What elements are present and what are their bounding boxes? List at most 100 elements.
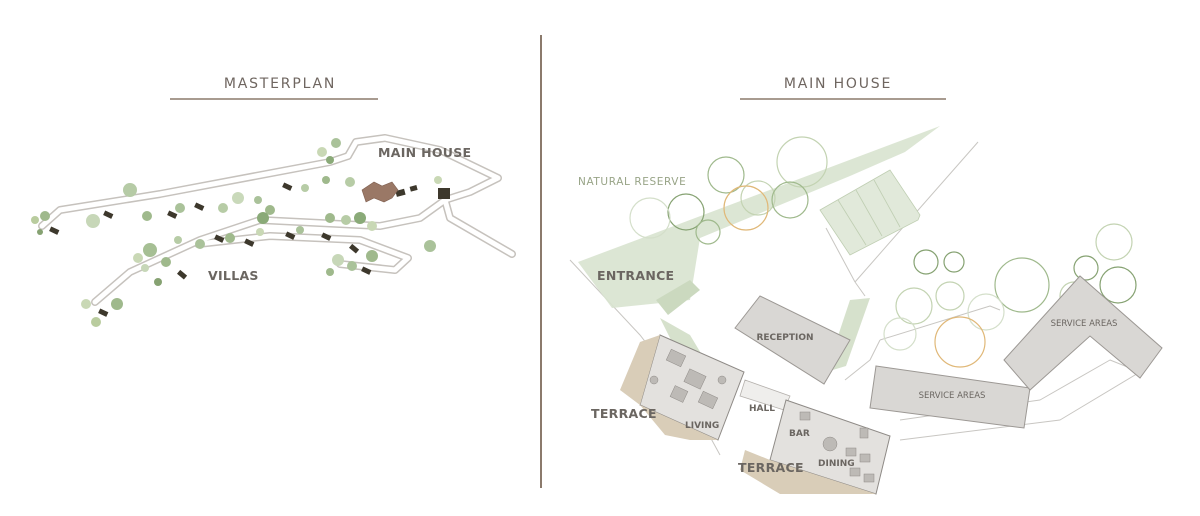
masterplan-roads (38, 134, 516, 306)
tree (257, 212, 269, 224)
main-house-title: MAIN HOUSE (784, 76, 892, 92)
tree (301, 184, 309, 192)
main-house-trees (629, 136, 1137, 368)
tree (317, 147, 327, 157)
tree (81, 299, 91, 309)
tree (325, 213, 335, 223)
tree-canopy (1095, 223, 1133, 261)
villa (103, 210, 114, 219)
service-areas-building-1 (869, 365, 1031, 429)
entrance-label: ENTRANCE (597, 268, 674, 283)
terrace-left-deck (620, 335, 660, 405)
service-areas-label-1: SERVICE AREAS (919, 391, 986, 401)
living-furniture (649, 348, 727, 410)
tree (141, 264, 149, 272)
tree-canopy (1073, 255, 1099, 281)
villa (194, 202, 205, 211)
tree (326, 268, 334, 276)
masterplan-title-group: MASTERPLAN (170, 76, 378, 100)
dining-furniture (799, 411, 875, 483)
masterplan-title: MASTERPLAN (224, 76, 336, 92)
parking-bays (837, 179, 901, 246)
masterplan-main-house (361, 181, 399, 203)
masterplan-main-house-label: MAIN HOUSE (378, 145, 471, 160)
bar-label: BAR (789, 429, 810, 439)
villa (98, 308, 109, 317)
tree (218, 203, 228, 213)
tree (347, 261, 357, 271)
tree (37, 229, 43, 235)
villa (321, 232, 332, 241)
tree (143, 243, 157, 257)
natural-reserve-label: NATURAL RESERVE (578, 176, 686, 188)
villa (395, 188, 406, 197)
tree (322, 176, 330, 184)
reception-building (734, 295, 851, 385)
terrace-left-label: TERRACE (591, 406, 657, 421)
tree (366, 250, 378, 262)
entrance-path (656, 280, 700, 315)
tree-canopy (967, 293, 1005, 331)
tree-canopy (695, 219, 721, 245)
tree-canopy (629, 197, 671, 239)
tree (175, 203, 185, 213)
terrace-bottom-label: TERRACE (738, 460, 804, 475)
villa (214, 234, 225, 243)
dining-label: DINING (818, 459, 855, 469)
tree (232, 192, 244, 204)
villa (177, 269, 188, 280)
tree (341, 215, 351, 225)
parking-area (819, 169, 921, 256)
tree (256, 228, 264, 236)
villa (49, 226, 60, 235)
tree (345, 177, 355, 187)
service-block (438, 188, 450, 199)
tree (254, 196, 262, 204)
villa (285, 231, 296, 240)
terrace-left-deck-lower (640, 405, 718, 440)
tree (31, 216, 39, 224)
main-house-buildings (620, 275, 1163, 495)
service-areas-building-2 (1003, 275, 1163, 391)
tree (225, 233, 235, 243)
tree (424, 240, 436, 252)
tree (174, 236, 182, 244)
villa (361, 266, 372, 275)
main-house-plan: NATURAL RESERVE ENTRANCE RECEPTION SERVI… (569, 126, 1163, 495)
tree-canopy (935, 281, 965, 311)
hall-label: HALL (749, 404, 775, 414)
natural-reserve-band (578, 126, 940, 308)
tree (111, 298, 123, 310)
tree (91, 317, 101, 327)
masterplan-villas-label: VILLAS (208, 268, 259, 283)
villa (167, 210, 178, 219)
tree-canopy (883, 317, 917, 351)
tree-canopy (913, 249, 939, 275)
service-areas-label-2: SERVICE AREAS (1051, 319, 1118, 329)
tree (133, 253, 143, 263)
tree (161, 257, 171, 267)
masterplan-villas (49, 182, 450, 317)
terrace-bottom-deck (740, 450, 876, 494)
villa (282, 182, 293, 191)
tree (367, 221, 377, 231)
tree (331, 138, 341, 148)
tree (296, 226, 304, 234)
tree-canopy-orange (723, 185, 769, 231)
tree-canopy (667, 193, 705, 231)
tree-canopy (740, 180, 776, 216)
tree (354, 212, 366, 224)
villa (244, 238, 255, 247)
tree (326, 156, 334, 164)
tree-canopy (1099, 266, 1137, 304)
tree-canopy (994, 257, 1050, 313)
tree (195, 239, 205, 249)
tree (123, 183, 137, 197)
masterplan-trees (31, 138, 442, 327)
tree (332, 254, 344, 266)
masterplan-map: MAIN HOUSE VILLAS (31, 134, 516, 327)
villa (349, 243, 360, 254)
living-label: LIVING (685, 421, 719, 431)
